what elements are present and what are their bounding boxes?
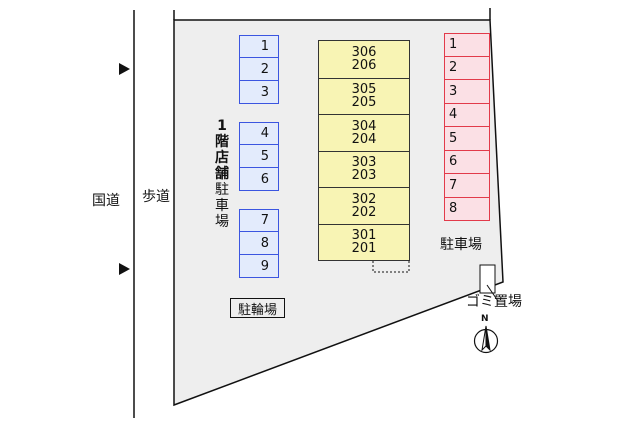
compass-graphic	[473, 325, 499, 354]
parking-slot: 5	[239, 145, 279, 168]
unit-number: 206	[351, 58, 377, 74]
parking-slot: 2	[444, 56, 490, 80]
garbage-area-label: ゴミ置場	[466, 294, 522, 310]
right-parking-label: 駐車場	[440, 237, 482, 253]
parking-slot: 3	[444, 80, 490, 104]
unit-number: 204	[351, 131, 377, 147]
parking-slot: 7	[239, 209, 279, 232]
garbage-area-box	[479, 264, 496, 294]
unit-number: 302	[351, 191, 377, 207]
parking-slot: 1	[444, 33, 490, 57]
parking-slot: 1	[239, 35, 279, 58]
shop-parking-label-normal: 駐車場	[213, 182, 231, 230]
parking-slot: 7	[444, 174, 490, 198]
left-parking-group-2: 4 5 6	[239, 122, 279, 191]
unit-number: 304	[351, 118, 377, 134]
bike-parking-label: 駐輪場	[230, 298, 285, 318]
parking-slot: 6	[239, 168, 279, 191]
unit-number: 203	[351, 168, 377, 184]
entrance-arrow-icon	[119, 63, 130, 75]
sidewalk-label: 歩道	[142, 189, 170, 205]
parking-slot: 6	[444, 150, 490, 174]
shop-parking-label-bold-text: 1階店舗	[215, 118, 229, 182]
parking-slot: 2	[239, 58, 279, 81]
parking-slot: 4	[239, 122, 279, 145]
national-road-label: 国道	[92, 193, 120, 209]
unit-number: 202	[351, 204, 377, 220]
parking-slot: 9	[239, 255, 279, 278]
unit-number: 305	[351, 82, 377, 98]
left-parking-group-1: 1 2 3	[239, 35, 279, 104]
parking-slot: 8	[444, 197, 490, 221]
parking-slot: 5	[444, 127, 490, 151]
unit-number: 301	[351, 228, 377, 244]
unit-number: 201	[351, 241, 377, 257]
unit-number: 306	[351, 45, 377, 61]
shop-parking-label-normal-text: 駐車場	[215, 182, 229, 230]
unit-number: 205	[351, 95, 377, 111]
shop-parking-label-bold: 1階店舗	[213, 118, 231, 182]
parking-slot: 4	[444, 103, 490, 127]
unit-number: 303	[351, 155, 377, 171]
garbage-leader-line	[486, 284, 499, 302]
north-compass-icon: N	[472, 314, 502, 356]
left-parking-group-3: 7 8 9	[239, 209, 279, 278]
entrance-arrow-icon	[119, 263, 130, 275]
parking-slot: 3	[239, 81, 279, 104]
parking-slot: 8	[239, 232, 279, 255]
right-parking-group: 1 2 3 4 5 6 7 8	[444, 33, 490, 221]
compass-letter: N	[481, 314, 489, 324]
